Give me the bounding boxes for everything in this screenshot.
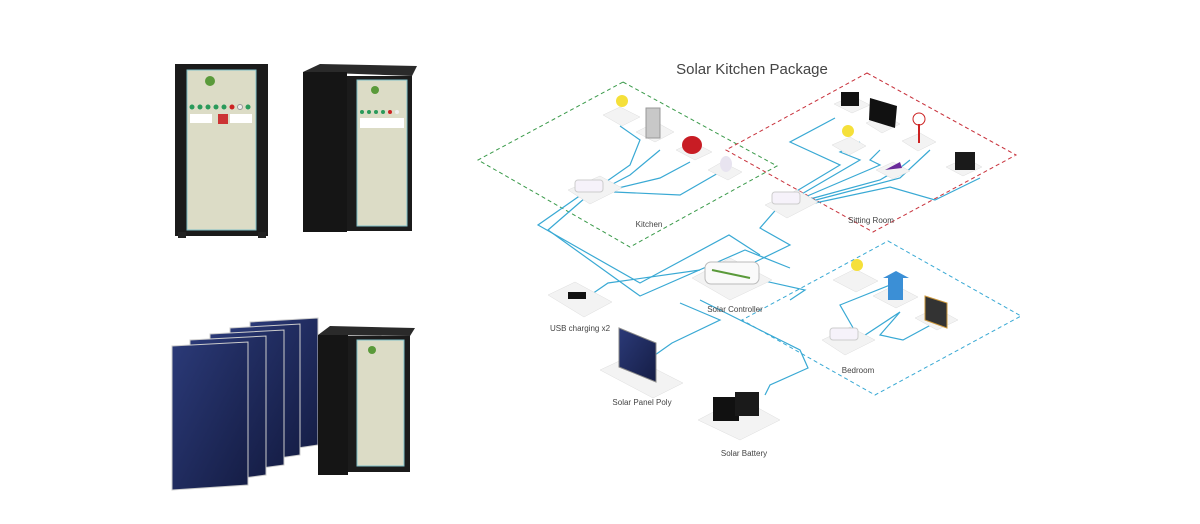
iron-icon: [875, 161, 911, 180]
solar-controller: [691, 257, 773, 301]
electric-fan-icon: [901, 112, 937, 152]
mosquito-lamp-icon: [872, 271, 919, 309]
sitting-room-distribution-box: [764, 189, 819, 219]
bedroom-label: Bedroom: [842, 366, 875, 375]
sitting-room-label: Sitting Room: [848, 216, 894, 225]
storage-cabinet-front: [175, 64, 268, 238]
kettle-icon: [707, 156, 743, 181]
wiring: [536, 117, 981, 396]
logo-icon: [205, 76, 215, 86]
storage-cabinet-angled: [303, 64, 417, 232]
usb-charging-label: USB charging x2: [550, 324, 611, 333]
speaker-system-icon: [945, 152, 983, 177]
solar-controller-label: Solar Controller: [707, 305, 763, 314]
light-bulb-icon: [832, 259, 879, 293]
kitchen-label: Kitchen: [636, 220, 663, 229]
sitting-room-zone: [724, 72, 1018, 233]
light-bulb-icon: [602, 95, 641, 127]
usb-charger: [547, 281, 613, 318]
diagram-title: Solar Kitchen Package: [676, 61, 828, 78]
kitchen-zone: [476, 81, 779, 248]
bedroom-zone: [740, 240, 1023, 396]
radio-icon: [833, 92, 871, 114]
kitchen-distribution-box: [567, 175, 623, 205]
solar-panel-poly: [599, 327, 684, 399]
tablet-icon: [914, 295, 959, 331]
indicator-lights: [189, 104, 251, 110]
solar-panels-with-cabinet: [171, 317, 415, 491]
solar-battery: [697, 392, 781, 441]
television-icon: [865, 98, 901, 134]
solar-panel-label: Solar Panel Poly: [612, 398, 671, 407]
light-bulb-icon: [831, 125, 867, 156]
refrigerator-icon: [635, 107, 675, 143]
solar-battery-label: Solar Battery: [721, 449, 767, 458]
rice-cooker-icon: [675, 136, 713, 161]
bedroom-distribution-box: [821, 326, 876, 356]
